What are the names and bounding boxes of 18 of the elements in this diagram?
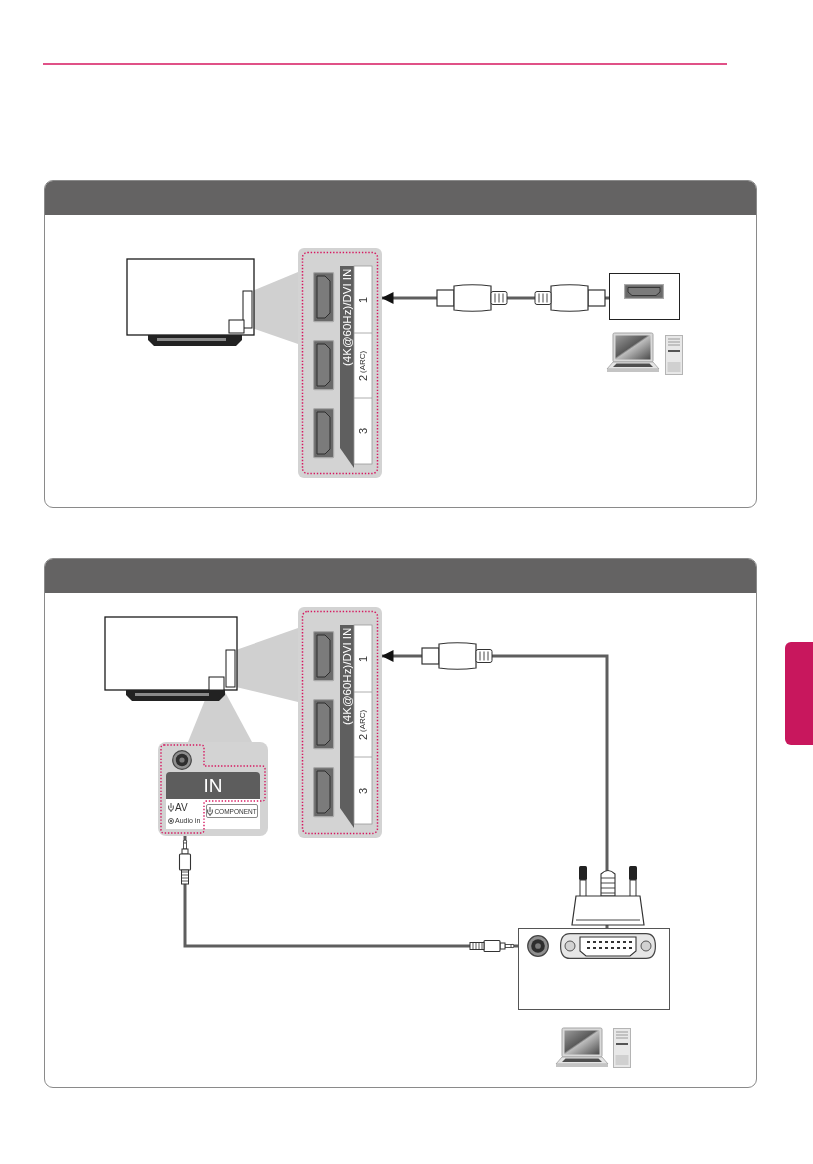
port-label: AV	[175, 802, 188, 813]
port-label: IN	[203, 775, 223, 796]
port-number: 1	[357, 296, 369, 303]
port-label: (4K@60Hz)/DVI IN	[341, 628, 353, 726]
port-number: 1	[357, 655, 369, 662]
port-label: (4K@60Hz)/DVI IN	[341, 269, 353, 367]
port-number: 2	[357, 733, 369, 740]
side-tab	[785, 642, 813, 745]
panel-frame	[44, 558, 757, 1088]
port-number: 3	[357, 427, 369, 435]
port-number: 2	[357, 374, 369, 381]
port-note: (ARC)	[358, 709, 367, 732]
port-note: (ARC)	[358, 350, 367, 373]
cable	[183, 836, 518, 948]
panel-frame	[44, 180, 757, 508]
device-panel	[609, 273, 680, 320]
device-panel	[518, 928, 670, 1010]
port-number: 3	[357, 787, 369, 794]
